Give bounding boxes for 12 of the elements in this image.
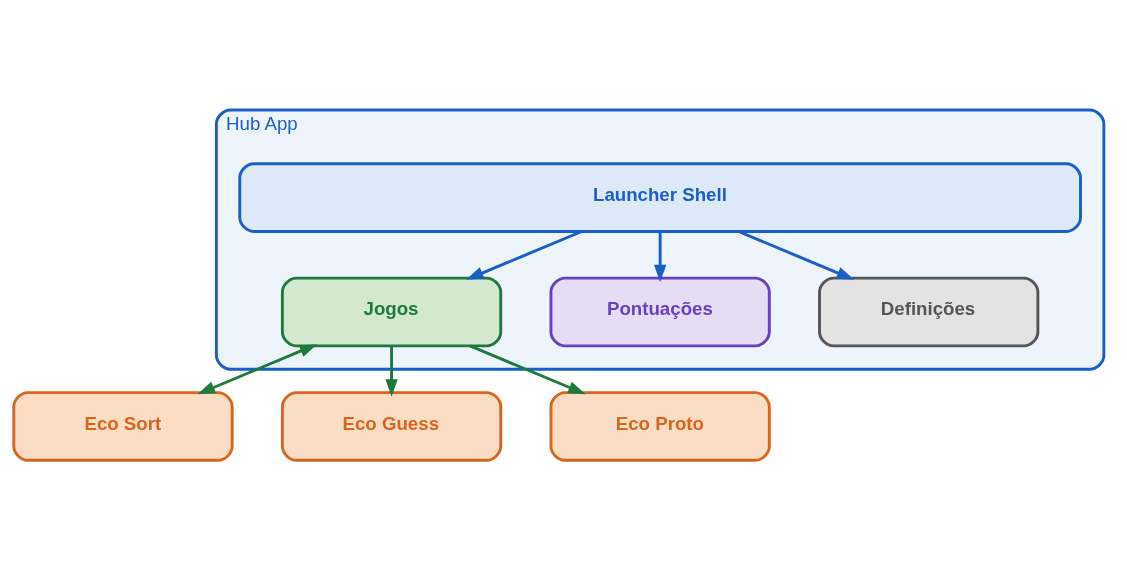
arrow: [466, 230, 583, 280]
node-box: Eco Sort: [12, 391, 234, 462]
arrow: [737, 230, 855, 280]
node-box: Pontuações: [549, 276, 771, 348]
node-box: Launcher Shell: [238, 162, 1082, 233]
node-box: Jogos: [280, 276, 503, 348]
node-box: Eco Proto: [549, 391, 771, 462]
node-box: Eco Guess: [280, 391, 503, 462]
arrow: [654, 231, 667, 283]
node-box: Definições: [818, 276, 1040, 348]
arrow: [197, 344, 318, 395]
arrow: [385, 345, 398, 397]
